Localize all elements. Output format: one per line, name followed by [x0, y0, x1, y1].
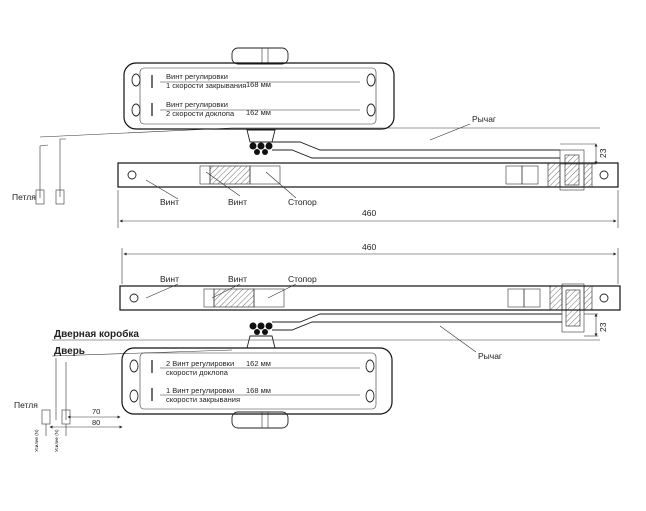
- screw-hole-icon: [129, 389, 139, 403]
- hinge-pin-icon: [41, 409, 51, 425]
- top-lever-pivot: [559, 149, 585, 191]
- screw-hole-icon: [131, 103, 141, 117]
- bottom-dim-80: 80: [92, 418, 100, 427]
- bottom-screw2-dim: 162 мм: [246, 359, 271, 368]
- mount-screw-icon: [599, 293, 609, 303]
- top-vint-a-label: Винт: [160, 197, 179, 207]
- force-tag-a: Усилие (N): [34, 429, 39, 452]
- screw-hole-icon: [366, 73, 376, 87]
- top-mounting-bar: [117, 162, 619, 188]
- top-screw2-dim: 162 мм: [246, 108, 271, 117]
- bottom-mounting-bar: [119, 285, 621, 311]
- bottom-lever-label: Рычаг: [478, 351, 502, 361]
- top-vint-b-label: Винт: [228, 197, 247, 207]
- bottom-cap-shape: [231, 411, 289, 429]
- bottom-vint-a-label: Винт: [160, 274, 179, 284]
- screw-hole-icon: [365, 359, 375, 373]
- hinge-pin-icon: [35, 189, 45, 205]
- top-stopor-label: Стопор: [288, 197, 317, 207]
- screw-hole-icon: [131, 73, 141, 87]
- bottom-hinge-label: Петля: [14, 400, 38, 410]
- top-screw1-dim: 168 мм: [246, 80, 271, 89]
- bottom-stopor-label: Стопор: [288, 274, 317, 284]
- bottom-screw1-dim: 168 мм: [246, 386, 271, 395]
- top-dim-23: 23: [598, 148, 608, 158]
- bottom-vint-b-label: Винт: [228, 274, 247, 284]
- top-lever-arm: [272, 141, 560, 151]
- bottom-lever-arm: [272, 313, 562, 323]
- screw-hole-icon: [366, 103, 376, 117]
- top-screw1-line2: 1 скорости закрывания: [166, 81, 246, 90]
- bottom-closer-body: [121, 347, 393, 415]
- bottom-dim-23: 23: [598, 322, 608, 332]
- top-closer-body: [123, 62, 395, 130]
- mount-screw-icon: [129, 293, 139, 303]
- bottom-screw2-line2: скорости доклопа: [166, 368, 229, 377]
- bottom-screw1-line2: скорости закрывания: [166, 395, 240, 404]
- door-frame-label: Дверная коробка: [54, 328, 139, 340]
- bottom-dim-total: 460: [362, 242, 376, 252]
- hinge-pin-icon: [55, 189, 65, 205]
- top-assembly: [35, 47, 619, 228]
- top-lever-label: Рычаг: [472, 114, 496, 124]
- bottom-dim-70: 70: [92, 407, 100, 416]
- top-cap-shape: [231, 47, 289, 65]
- bottom-screw1-line1: 1 Винт регулировки: [166, 386, 234, 395]
- force-tag-b: Усилие (N): [54, 429, 59, 452]
- top-dim-total: 460: [362, 208, 376, 218]
- bottom-assembly: [41, 248, 621, 436]
- screw-hole-icon: [129, 359, 139, 373]
- top-screw1-line1: Винт регулировки: [166, 72, 228, 81]
- bottom-screw2-line1: 2 Винт регулировки: [166, 359, 234, 368]
- top-hinge-label: Петля: [12, 192, 36, 202]
- screw-hole-icon: [365, 389, 375, 403]
- pinion-gear-icon: [249, 142, 273, 155]
- mount-screw-icon: [127, 170, 137, 180]
- top-screw2-line1: Винт регулировки: [166, 100, 228, 109]
- bottom-lever-pivot: [561, 283, 585, 333]
- mount-screw-icon: [599, 170, 609, 180]
- door-label: Дверь: [54, 346, 85, 357]
- top-screw2-line2: 2 скорости доклопа: [166, 109, 235, 118]
- pinion-gear-icon: [249, 322, 273, 335]
